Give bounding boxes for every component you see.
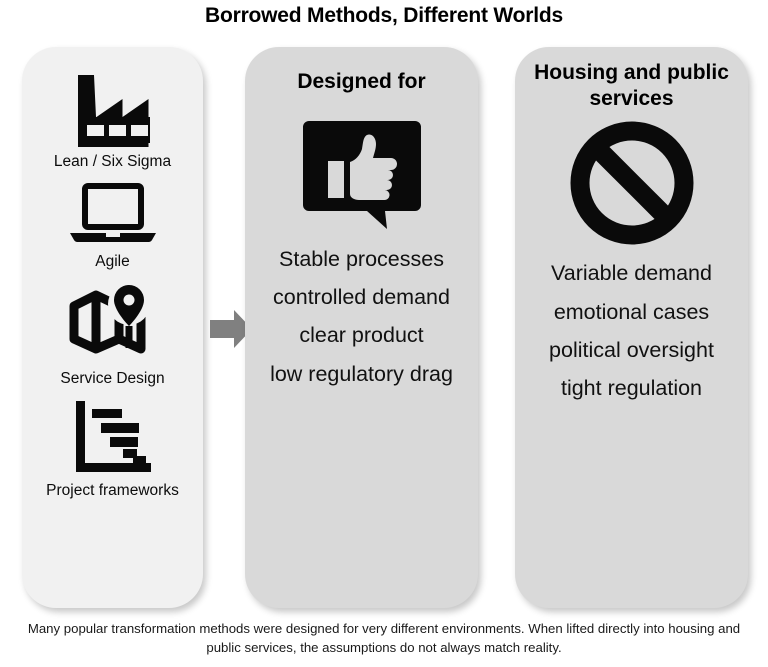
method-label: Lean / Six Sigma — [53, 153, 172, 170]
housing-heading: Housing and public services — [534, 61, 729, 110]
designed-for-attributes: Stable processes controlled demand clear… — [245, 247, 478, 387]
attribute-line: Stable processes — [279, 246, 444, 271]
attribute-line: Variable demand — [551, 261, 712, 286]
figure-caption: Many popular transformation methods were… — [27, 621, 741, 655]
method-label: Project frameworks — [46, 481, 179, 499]
method-item-service-design: Service Design — [22, 282, 203, 388]
attribute-line: tight regulation — [560, 376, 703, 401]
method-item-agile: Agile — [22, 181, 203, 271]
designed-for-panel: Designed for Stable processes controlled… — [245, 47, 478, 608]
housing-panel: Housing and public services Variable dem… — [515, 47, 748, 608]
thumbs-up-speech-bubble-icon — [245, 113, 478, 231]
attribute-line: political oversight — [549, 337, 714, 362]
page-title: Borrowed Methods, Different Worlds — [205, 4, 563, 27]
designed-for-heading: Designed for — [297, 70, 426, 93]
method-item-project-frameworks: Project frameworks — [22, 398, 203, 500]
gantt-chart-icon — [70, 398, 156, 476]
methods-panel: Lean / Six Sigma Agile Service Design — [22, 47, 203, 608]
attribute-line: low regulatory drag — [270, 361, 453, 386]
method-label: Service Design — [60, 369, 165, 387]
attribute-line: controlled demand — [273, 284, 450, 309]
map-pin-icon — [67, 282, 159, 364]
attribute-line: clear product — [299, 323, 424, 348]
right-arrow-icon — [208, 306, 254, 352]
housing-attributes: Variable demand emotional cases politica… — [515, 261, 748, 401]
prohibition-sign-icon — [515, 121, 748, 245]
method-label: Agile — [95, 253, 130, 271]
laptop-icon — [66, 181, 160, 247]
method-item-lean-six-sigma: Lean / Six Sigma — [22, 71, 203, 171]
attribute-line: emotional cases — [553, 299, 710, 324]
factory-icon — [70, 71, 156, 147]
